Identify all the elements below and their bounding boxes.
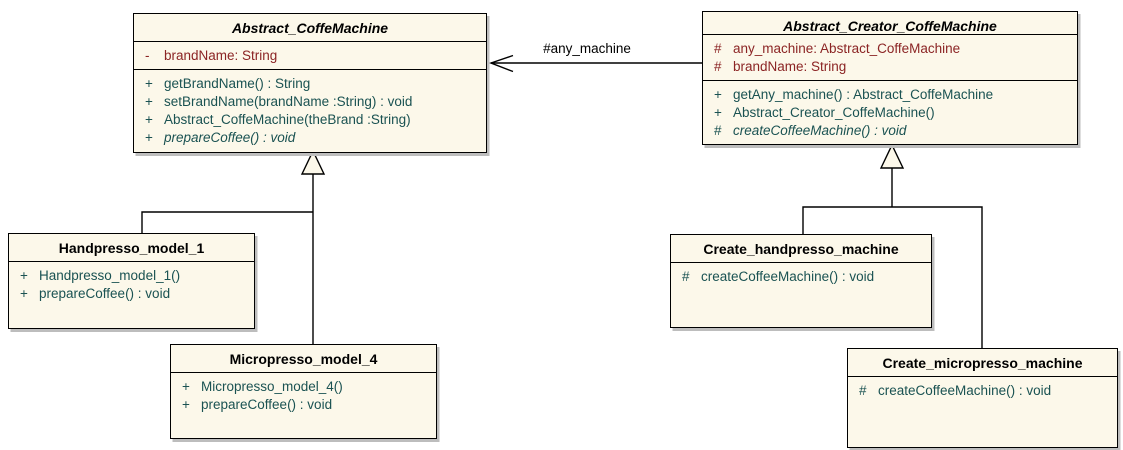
visibility-symbol: # — [859, 383, 867, 398]
member-text: Handpresso_model_1() — [39, 268, 181, 283]
member-text: prepareCoffee() : void — [164, 130, 296, 145]
member-text: prepareCoffee() : void — [39, 286, 171, 301]
visibility-symbol: # — [714, 123, 722, 138]
member-text: getBrandName() : String — [164, 76, 311, 91]
visibility-symbol: + — [145, 94, 153, 109]
methods-compartment: + Micropresso_model_4() + prepareCoffee() :… — [171, 373, 436, 438]
methods-compartment: # createCoffeeMachine() : void — [848, 377, 1117, 447]
methods-compartment: + Handpresso_model_1() + prepareCoffee() : … — [9, 262, 254, 328]
generalization-left — [141, 149, 326, 344]
method-row: + Micropresso_model_4() — [175, 378, 432, 396]
class-title: Create_handpresso_machine — [671, 235, 931, 263]
association-label: #any_machine — [543, 41, 631, 56]
methods-compartment: # createCoffeeMachine() : void — [671, 263, 931, 327]
methods-compartment: + getBrandName() : String + setBrandName(br… — [134, 70, 486, 152]
visibility-symbol: + — [145, 76, 153, 91]
attribute-row: -brandName: String — [138, 47, 482, 65]
attribute-row: # brandName: String — [707, 58, 1073, 76]
class-abstract-coffemachine[interactable]: Abstract_CoffeMachine -brandName: String +… — [133, 13, 487, 153]
member-text: Abstract_CoffeMachine(theBrand :String) — [164, 112, 411, 127]
member-text: createCoffeeMachine() : void — [701, 269, 875, 284]
class-create-handpresso-machine[interactable]: Create_handpresso_machine # createCoffeeMa… — [670, 234, 932, 328]
method-row: + Abstract_Creator_CoffeMachine() — [707, 104, 1073, 122]
member-text: createCoffeeMachine() : void — [733, 123, 907, 138]
method-row: # createCoffeeMachine() : void — [852, 382, 1113, 400]
attributes-compartment: -brandName: String — [134, 42, 486, 70]
attribute-row: # any_machine: Abstract_CoffeMachine — [707, 40, 1073, 58]
method-row: + prepareCoffee() : void — [138, 129, 482, 147]
class-abstract-creator-coffemachine[interactable]: Abstract_Creator_CoffeMachine # any_machin… — [702, 11, 1078, 145]
visibility-symbol: # — [714, 59, 722, 74]
class-title: Abstract_CoffeMachine — [134, 14, 486, 42]
method-row: # createCoffeeMachine() : void — [675, 268, 927, 286]
visibility-symbol: + — [714, 105, 722, 120]
class-handpresso-model-1[interactable]: Handpresso_model_1+Handpresso_model_1()+… — [8, 233, 255, 329]
visibility-symbol: + — [20, 268, 28, 283]
class-title: Abstract_Creator_CoffeMachine — [703, 12, 1077, 35]
member-text: any_machine: Abstract_CoffeMachine — [733, 41, 961, 56]
class-micropresso-model-4[interactable]: Micropresso_model_4 + Micropresso_model_4(… — [170, 344, 437, 439]
visibility-symbol: + — [145, 130, 153, 145]
class-title: Create_micropresso_machine — [848, 349, 1117, 377]
method-row: + prepareCoffee() : void — [13, 285, 250, 303]
visibility-symbol: + — [145, 112, 153, 127]
visibility-symbol: + — [714, 87, 722, 102]
association-any-machine-arrow — [488, 54, 702, 73]
visibility-symbol: + — [20, 286, 28, 301]
method-row: + Abstract_CoffeMachine(theBrand :String) — [138, 111, 482, 129]
method-row: + prepareCoffee() : void — [175, 396, 432, 414]
visibility-symbol: + — [182, 397, 190, 412]
member-text: getAny_machine() : Abstract_CoffeMachine — [733, 87, 994, 102]
visibility-symbol: + — [182, 379, 190, 394]
generalization-right — [802, 143, 983, 348]
visibility-symbol: # — [682, 269, 690, 284]
member-text: Micropresso_model_4() — [201, 379, 343, 394]
class-title: Handpresso_model_1 — [9, 234, 254, 262]
class-create-micropresso-machine[interactable]: Create_micropresso_machine # createCoffeeM… — [847, 348, 1118, 448]
method-row: # createCoffeeMachine() : void — [707, 122, 1073, 140]
member-text: Abstract_Creator_CoffeMachine() — [733, 105, 935, 120]
method-row: + Handpresso_model_1() — [13, 267, 250, 285]
visibility-symbol: - — [145, 48, 150, 63]
method-row: + getBrandName() : String — [138, 75, 482, 93]
class-title: Micropresso_model_4 — [171, 345, 436, 373]
visibility-symbol: # — [714, 41, 722, 56]
member-text: brandName: String — [164, 48, 278, 63]
member-text: prepareCoffee() : void — [201, 397, 333, 412]
member-text: setBrandName(brandName :String) : void — [164, 94, 413, 109]
member-text: createCoffeeMachine() : void — [878, 383, 1052, 398]
method-row: + setBrandName(brandName :String) : void — [138, 93, 482, 111]
method-row: + getAny_machine() : Abstract_CoffeMachin… — [707, 86, 1073, 104]
member-text: brandName: String — [733, 59, 847, 74]
methods-compartment: + getAny_machine() : Abstract_CoffeMachin… — [703, 81, 1077, 144]
attributes-compartment: # any_machine: Abstract_CoffeMachine # bran… — [703, 35, 1077, 81]
